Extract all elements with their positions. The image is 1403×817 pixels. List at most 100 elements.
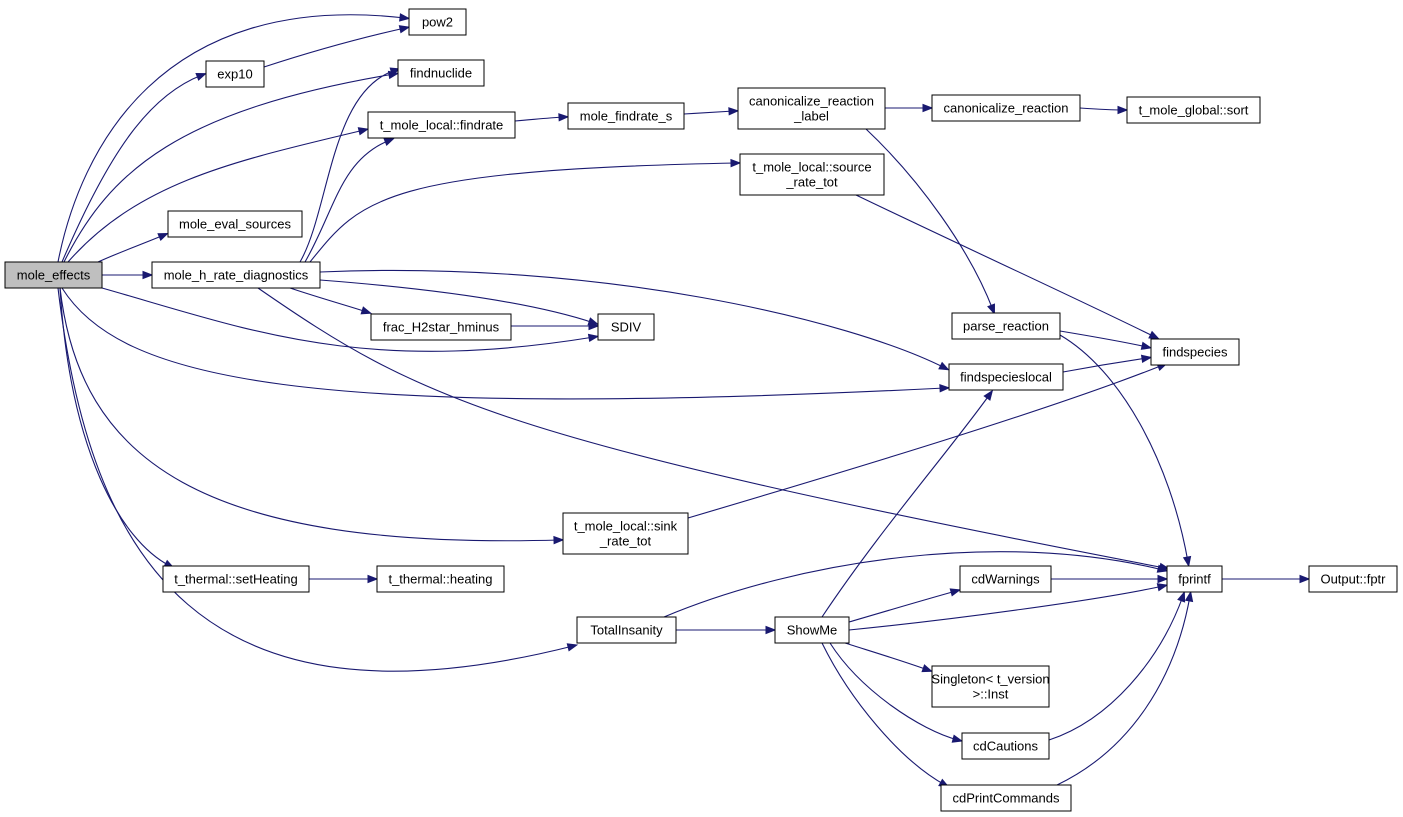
node-exp10[interactable]: exp10	[205, 60, 265, 88]
node-pow2[interactable]: pow2	[408, 8, 467, 36]
edge-mole_effects-to-setheating	[59, 287, 175, 569]
node-canon_label[interactable]: canonicalize_reaction_label	[737, 87, 886, 130]
edge-findrate-to-mole_findrate_s	[514, 113, 570, 122]
node-label: t_mole_global::sort	[1139, 103, 1249, 118]
node-label: canonicalize_reaction	[943, 101, 1068, 116]
edge-showme-to-findspecieslocal	[821, 389, 994, 618]
edge-cdwarnings-to-fprintf	[1051, 574, 1169, 584]
node-findspecies[interactable]: findspecies	[1150, 338, 1240, 366]
edge-showme-to-cdcautions	[829, 642, 964, 743]
node-label: t_mole_local::source	[752, 160, 871, 175]
node-sdiv[interactable]: SDIV	[597, 313, 655, 341]
node-label: mole_h_rate_diagnostics	[164, 268, 309, 283]
node-label: canonicalize_reaction	[749, 94, 874, 109]
call-edges	[57, 13, 1311, 788]
edge-showme-to-fprintf	[848, 583, 1169, 631]
node-fptr[interactable]: Output::fptr	[1308, 565, 1398, 593]
edge-mole_effects-to-sink_rate	[59, 287, 565, 545]
node-label: t_mole_local::sink	[574, 519, 678, 534]
edge-parse_reaction-to-findspecies	[1059, 330, 1153, 350]
node-label: pow2	[422, 15, 453, 30]
node-label: cdCautions	[973, 739, 1039, 754]
node-label: Output::fptr	[1320, 572, 1386, 587]
edge-showme-to-singleton	[844, 642, 934, 673]
node-findrate[interactable]: t_mole_local::findrate	[367, 111, 516, 139]
node-frac_h2[interactable]: frac_H2star_hminus	[370, 313, 512, 341]
edge-mole_effects-to-pow2	[57, 13, 411, 263]
node-label: parse_reaction	[963, 319, 1049, 334]
node-singleton[interactable]: Singleton< t_version>::Inst	[931, 665, 1050, 708]
edge-mole_effects-to-eval_sources	[97, 232, 169, 263]
edge-frac_h2-to-sdiv	[511, 321, 600, 331]
edge-parse_reaction-to-fprintf	[1059, 334, 1192, 568]
node-label: findspecies	[1162, 345, 1228, 360]
node-fprintf[interactable]: fprintf	[1166, 565, 1223, 593]
node-label: cdWarnings	[971, 572, 1040, 587]
edge-canon-to-sort	[1079, 105, 1129, 115]
node-label: >::Inst	[973, 687, 1009, 702]
node-label: Singleton< t_version	[931, 672, 1049, 687]
node-h_rate_diag[interactable]: mole_h_rate_diagnostics	[151, 261, 321, 289]
node-label: ShowMe	[787, 623, 838, 638]
edge-showme-to-cdwarnings	[848, 588, 962, 623]
edge-mole_findrate_s-to-canon_label	[683, 107, 740, 116]
node-label: t_thermal::heating	[388, 572, 492, 587]
edge-source_rate-to-findspecies	[855, 194, 1160, 340]
node-label: mole_findrate_s	[580, 109, 673, 124]
node-source_rate[interactable]: t_mole_local::source_rate_tot	[739, 153, 885, 196]
node-label: cdPrintCommands	[953, 791, 1060, 806]
node-parse_reaction[interactable]: parse_reaction	[951, 312, 1061, 340]
edge-h_rate_diag-to-frac_h2	[289, 287, 373, 315]
edge-canon_label-to-parse_reaction	[865, 128, 995, 316]
node-label: _rate_tot	[599, 534, 652, 549]
node-setheating[interactable]: t_thermal::setHeating	[162, 565, 310, 593]
edge-findspecieslocal-to-findspecies	[1062, 354, 1153, 373]
node-cdprint[interactable]: cdPrintCommands	[940, 784, 1072, 812]
edge-h_rate_diag-to-findrate	[304, 138, 395, 263]
node-mole_effects[interactable]: mole_effects	[4, 261, 103, 289]
node-cdwarnings[interactable]: cdWarnings	[959, 565, 1052, 593]
node-label: frac_H2star_hminus	[383, 320, 500, 335]
edge-mole_effects-to-exp10	[61, 73, 208, 263]
node-label: t_thermal::setHeating	[174, 572, 298, 587]
node-findspecieslocal[interactable]: findspecieslocal	[948, 363, 1064, 391]
edge-h_rate_diag-to-findspecieslocal	[319, 269, 950, 371]
node-sink_rate[interactable]: t_mole_local::sink_rate_tot	[562, 512, 689, 555]
edge-mole_effects-to-totalinsanity	[57, 287, 579, 672]
edge-h_rate_diag-to-findnuclide	[299, 67, 402, 263]
node-canon[interactable]: canonicalize_reaction	[931, 94, 1081, 122]
edge-exp10-to-pow2	[263, 25, 411, 68]
node-heating[interactable]: t_thermal::heating	[376, 565, 505, 593]
edge-cdprint-to-fprintf	[1056, 590, 1194, 786]
edge-sink_rate-to-findspecies	[687, 363, 1168, 519]
node-cdcautions[interactable]: cdCautions	[961, 732, 1050, 760]
edge-mole_effects-to-h_rate_diag	[101, 270, 154, 280]
node-findnuclide[interactable]: findnuclide	[397, 59, 485, 87]
edge-h_rate_diag-to-source_rate	[309, 158, 742, 263]
edge-cdcautions-to-fprintf	[1048, 590, 1186, 741]
node-eval_sources[interactable]: mole_eval_sources	[167, 210, 303, 238]
edge-setheating-to-heating	[309, 574, 379, 584]
node-label: mole_eval_sources	[179, 217, 292, 232]
node-label: _rate_tot	[785, 175, 838, 190]
node-label: findspecieslocal	[960, 370, 1052, 385]
edge-canon_label-to-canon	[884, 103, 934, 113]
node-label: t_mole_local::findrate	[380, 118, 504, 133]
node-label: _label	[793, 109, 829, 124]
node-label: fprintf	[1178, 572, 1211, 587]
node-label: mole_effects	[17, 268, 91, 283]
call-nodes: mole_effects pow2 exp10 findnuclide t_mole_l…	[4, 8, 1398, 812]
edge-totalinsanity-to-fprintf	[663, 551, 1169, 618]
edge-fprintf-to-fptr	[1222, 574, 1311, 584]
edge-mole_effects-to-sdiv	[101, 287, 600, 352]
node-mole_findrate_s[interactable]: mole_findrate_s	[567, 102, 685, 130]
node-label: exp10	[217, 67, 252, 82]
edge-totalinsanity-to-showme	[676, 625, 777, 635]
node-showme[interactable]: ShowMe	[774, 616, 850, 644]
edge-mole_effects-to-findrate	[67, 127, 370, 263]
node-sort[interactable]: t_mole_global::sort	[1126, 96, 1261, 124]
node-totalinsanity[interactable]: TotalInsanity	[576, 616, 677, 644]
edge-mole_effects-to-findspecieslocal	[61, 287, 951, 400]
edge-showme-to-cdprint	[821, 642, 950, 788]
